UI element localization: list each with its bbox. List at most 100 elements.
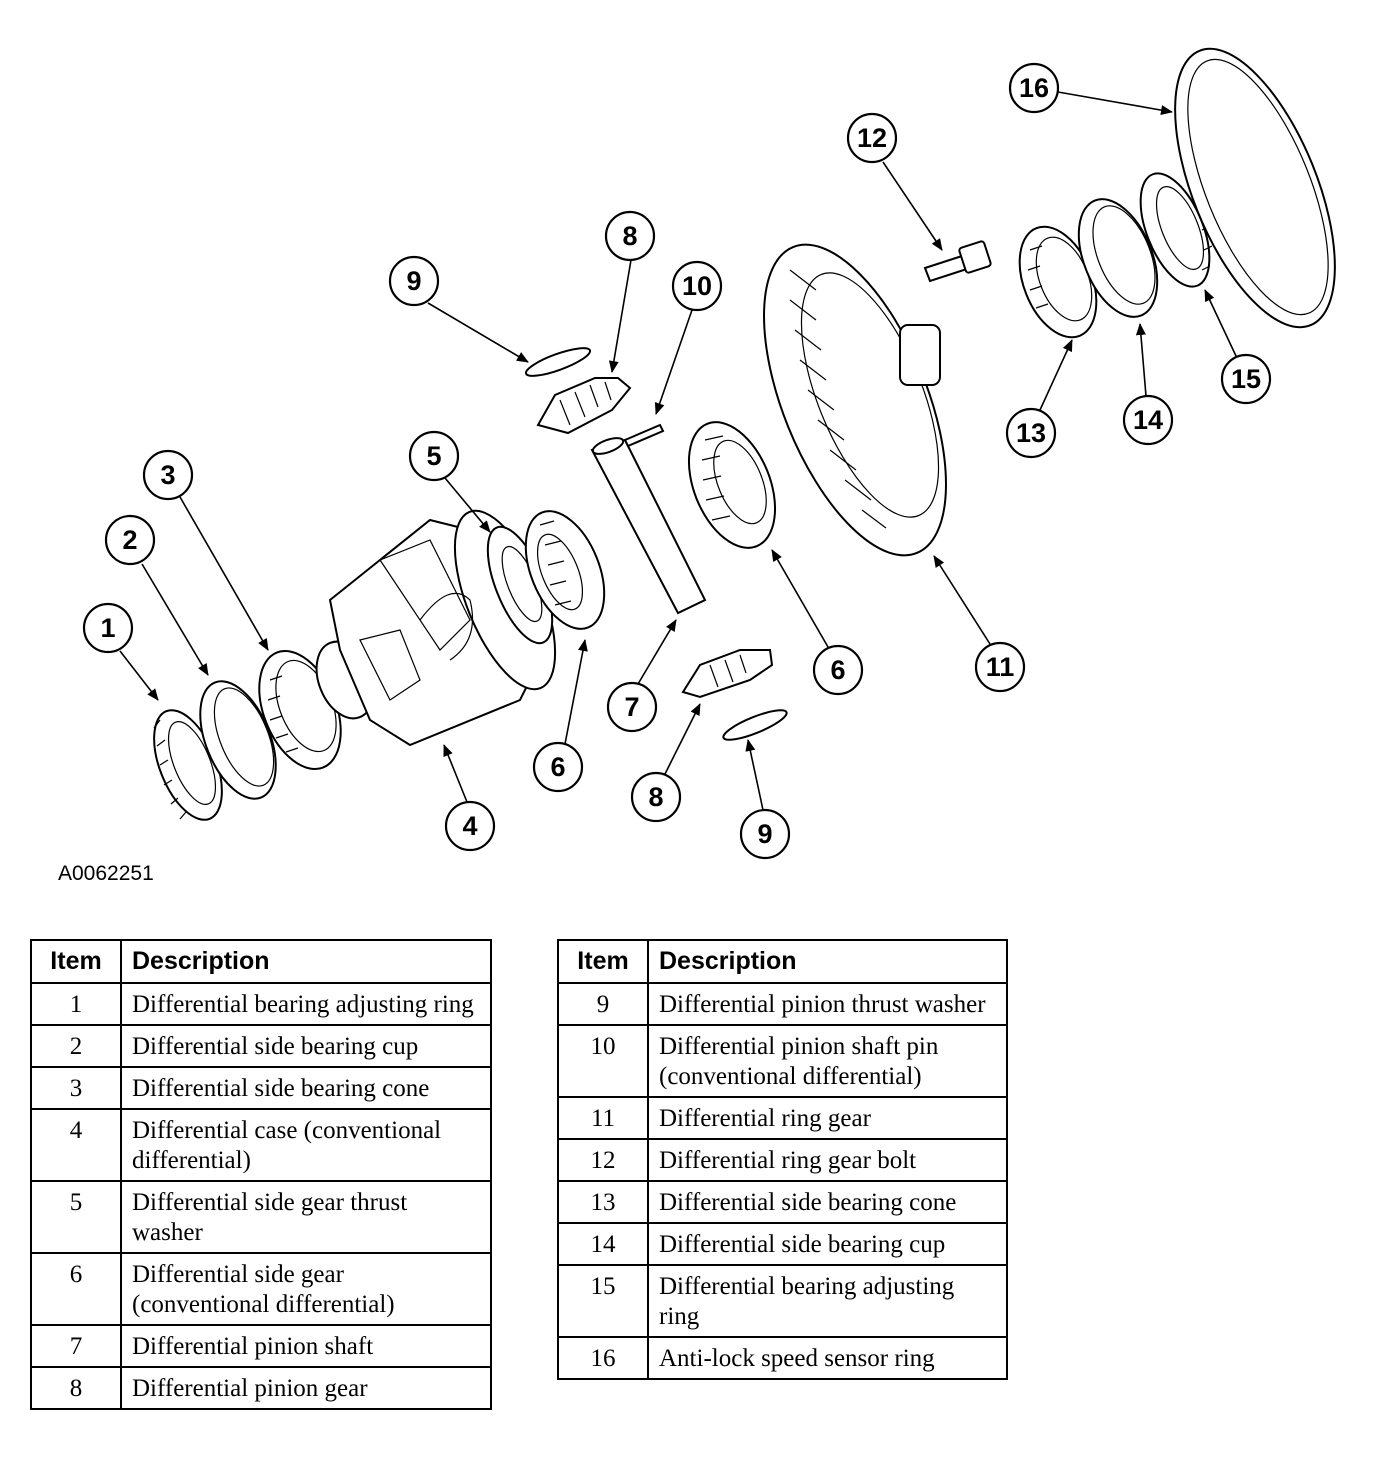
callout-16: 16 (1008, 62, 1060, 114)
svg-text:16: 16 (1019, 73, 1049, 103)
svg-text:12: 12 (857, 123, 887, 153)
item-number: 1 (30, 982, 122, 1026)
exploded-view-diagram: 1 2 3 4 5 6 6 7 8 8 9 9 10 11 12 13 14 1… (82, 47, 1336, 860)
part-pinion-shaft (590, 437, 707, 615)
item-description: Differential side gear thrust washer (120, 1180, 492, 1254)
item-number: 9 (557, 982, 649, 1026)
svg-text:8: 8 (648, 782, 663, 812)
item-description: Differential pinion gear (120, 1366, 492, 1410)
item-number: 3 (30, 1066, 122, 1110)
callout-6-left: 6 (532, 741, 584, 793)
callout-4: 4 (444, 800, 496, 852)
callout-11: 11 (974, 641, 1026, 693)
item-description: Differential pinion shaft (120, 1324, 492, 1368)
callout-9-bottom: 9 (739, 808, 791, 860)
column-header-item: Item (30, 939, 122, 984)
svg-text:10: 10 (682, 271, 712, 301)
svg-text:3: 3 (160, 460, 175, 490)
item-number: 2 (30, 1024, 122, 1068)
item-description: Differential ring gear (647, 1096, 1008, 1140)
item-description: Differential case (conventional differen… (120, 1108, 492, 1182)
callout-7: 7 (606, 681, 658, 733)
item-number: 14 (557, 1222, 649, 1266)
legend-header-row: Item Description (30, 939, 492, 984)
part-pinion-gear-bottom (681, 649, 774, 699)
item-description: Differential bearing adjusting ring (647, 1264, 1008, 1338)
callout-8-top: 8 (604, 210, 656, 262)
svg-text:15: 15 (1231, 364, 1261, 394)
callout-15: 15 (1220, 353, 1272, 405)
svg-text:11: 11 (986, 652, 1015, 682)
column-header-description: Description (647, 939, 1008, 984)
item-number: 5 (30, 1180, 122, 1254)
item-description: Differential bearing adjusting ring (120, 982, 492, 1026)
callout-12: 12 (846, 112, 898, 164)
item-number: 10 (557, 1024, 649, 1098)
callout-13: 13 (1005, 407, 1057, 459)
item-description: Differential side bearing cone (120, 1066, 492, 1110)
part-pinion-thrust-washer-top (524, 347, 592, 377)
callout-3: 3 (142, 449, 194, 501)
item-description: Differential pinion thrust washer (647, 982, 1008, 1026)
svg-text:1: 1 (100, 613, 115, 643)
svg-text:13: 13 (1016, 418, 1046, 448)
item-number: 15 (557, 1264, 649, 1338)
svg-text:4: 4 (462, 811, 477, 841)
part-speed-sensor-ring (1174, 47, 1336, 329)
column-header-description: Description (120, 939, 492, 984)
item-number: 7 (30, 1324, 122, 1368)
item-number: 13 (557, 1180, 649, 1224)
item-description: Differential side bearing cone (647, 1180, 1008, 1224)
svg-text:6: 6 (550, 752, 565, 782)
part-ring-gear-bolt (923, 240, 992, 283)
item-number: 8 (30, 1366, 122, 1410)
svg-text:7: 7 (624, 692, 639, 722)
svg-text:6: 6 (830, 655, 845, 685)
svg-text:5: 5 (426, 441, 441, 471)
callout-1: 1 (82, 602, 134, 654)
svg-text:8: 8 (622, 221, 637, 251)
part-pinion-gear-top (536, 377, 632, 435)
svg-text:9: 9 (406, 266, 421, 296)
callout-2: 2 (104, 514, 156, 566)
item-number: 4 (30, 1108, 122, 1182)
svg-text:2: 2 (122, 525, 137, 555)
item-description: Differential pinion shaft pin (conventio… (647, 1024, 1008, 1098)
part-side-gear-left (524, 510, 606, 630)
legend-header-row: Item Description (557, 939, 1008, 984)
item-description: Differential ring gear bolt (647, 1138, 1008, 1182)
leader-lines (119, 91, 1237, 811)
item-number: 12 (557, 1138, 649, 1182)
item-number: 6 (30, 1252, 122, 1326)
part-pinion-thrust-washer-bottom (722, 709, 788, 741)
callout-10: 10 (671, 260, 723, 312)
svg-text:9: 9 (757, 819, 772, 849)
item-number: 11 (557, 1096, 649, 1140)
callout-5: 5 (408, 430, 460, 482)
callout-6-right: 6 (812, 644, 864, 696)
part-ring-gear (763, 243, 947, 557)
part-side-gear-right (687, 421, 777, 549)
figure-id: A0062251 (58, 862, 154, 885)
item-description: Differential side bearing cup (647, 1222, 1008, 1266)
column-header-item: Item (557, 939, 649, 984)
item-description: Differential side gear (conventional dif… (120, 1252, 492, 1326)
part-bearing-cup-right (1077, 198, 1159, 318)
